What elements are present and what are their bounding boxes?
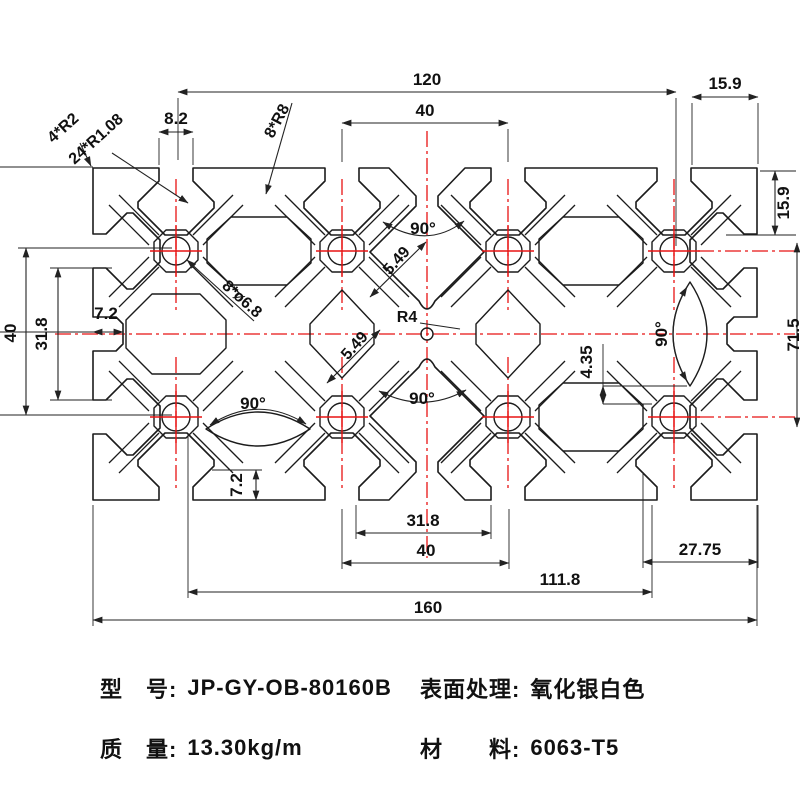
dim-right-inner-height: 71.5	[784, 318, 800, 351]
spec-weight: 质 量: 13.30kg/m	[0, 718, 420, 778]
dim-inner-width: 111.8	[540, 570, 581, 589]
dim-overall-width: 160	[414, 598, 442, 617]
spec-weight-label: 质 量:	[100, 737, 178, 762]
dim-right-height: 15.9	[774, 186, 793, 219]
dim-left-cavity-height: 31.8	[32, 317, 51, 350]
dim-right-bottom: 27.75	[679, 540, 722, 559]
label-fillets-r2: 4*R2	[44, 110, 82, 147]
dim-top-inner: 40	[416, 101, 435, 120]
dimensions: 120 40 15.9 8.2 15.9 71.5 40 31.8	[0, 70, 800, 626]
angle-upper-diamond: 90°	[410, 219, 436, 238]
center-hole	[420, 327, 434, 341]
dim-right-offset: 4.35	[577, 345, 596, 378]
angle-dimensions: 90° 90° 90° 90°	[209, 219, 688, 426]
spec-material-value: 6063-T5	[530, 735, 620, 760]
dim-slot-opening: 8.2	[164, 109, 188, 128]
label-waist-radius: R4	[397, 309, 418, 326]
spec-model-value: JP-GY-OB-80160B	[187, 675, 392, 700]
angle-bottom-left-lens: 90°	[240, 394, 266, 413]
dim-bottom-wall: 7.2	[227, 473, 246, 497]
dim-bottom-cavity: 31.8	[406, 511, 439, 530]
angle-right-lens: 90°	[652, 321, 671, 347]
spec-material: 材 料: 6063-T5	[420, 718, 800, 778]
spec-weight-value: 13.30kg/m	[187, 735, 303, 760]
dim-left-height: 40	[1, 324, 20, 343]
profile-outline	[92, 167, 758, 501]
dim-top-right: 15.9	[708, 74, 741, 93]
dim-left-wall: 7.2	[94, 304, 118, 323]
spec-model: 型 号: JP-GY-OB-80160B	[0, 658, 420, 718]
dim-bottom-inner: 40	[417, 541, 436, 560]
spec-model-label: 型 号:	[100, 677, 178, 702]
spec-material-label: 材 料:	[420, 737, 521, 762]
lens-cavity-bottom-left	[205, 411, 311, 447]
profile-drawing: 120 40 15.9 8.2 15.9 71.5 40 31.8	[0, 70, 800, 626]
centerlines	[55, 131, 795, 558]
angle-lower-diamond: 90°	[409, 389, 435, 408]
spec-table: 型 号: JP-GY-OB-80160B 表面处理: 氧化银白色 质 量: 13…	[0, 640, 800, 800]
spec-surface: 表面处理: 氧化银白色	[420, 658, 800, 718]
label-fillets-r8: 8*R8	[262, 101, 294, 140]
spec-surface-label: 表面处理:	[420, 677, 521, 702]
leaders: 4*R2 24*R1.08 8*R8 8*ø6.8 R4 5.49 5.49	[44, 101, 461, 384]
spec-surface-value: 氧化银白色	[530, 677, 646, 702]
dim-slot-pitch: 120	[413, 70, 441, 89]
